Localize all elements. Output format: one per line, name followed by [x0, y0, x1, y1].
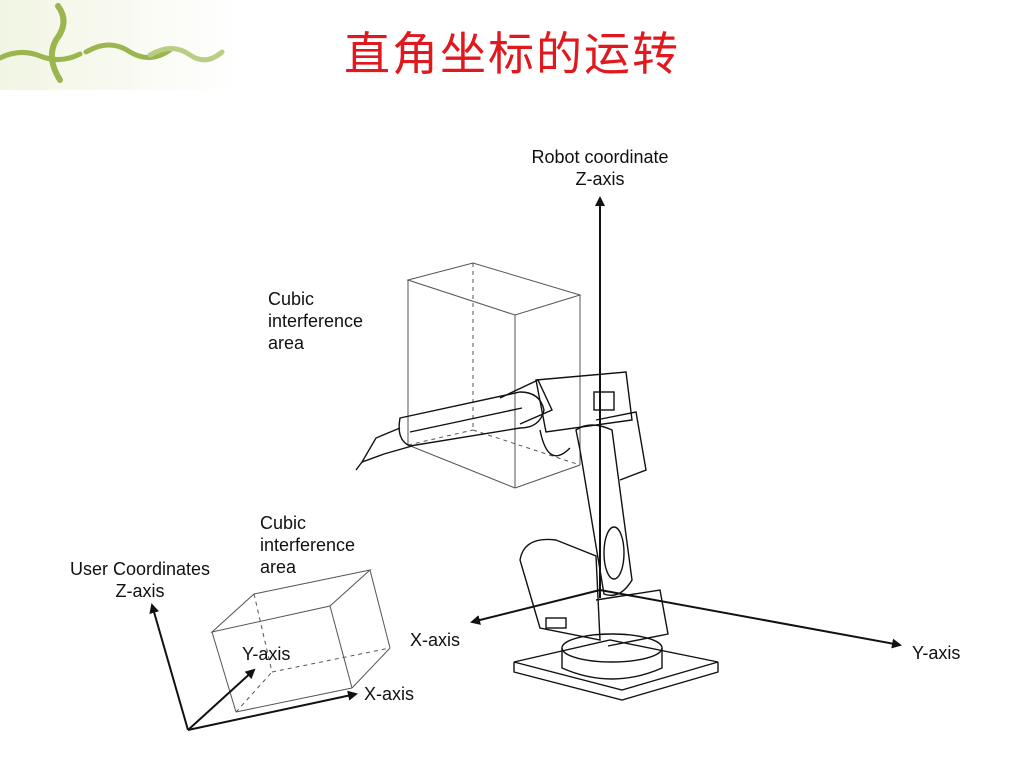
robot-arm-icon	[355, 371, 719, 701]
robot-z-axis-label-line1: Robot coordinate	[531, 147, 669, 167]
user-y-axis-label: Y-axis	[242, 644, 291, 664]
upper-cubic-label-line2: interference	[268, 311, 364, 331]
user-z-axis-label-line1: User Coordinates	[69, 559, 211, 579]
robot-y-axis-line	[599, 589, 902, 649]
robot-y-axis-label: Y-axis	[912, 643, 961, 663]
user-x-axis-line	[187, 690, 358, 731]
lower-interference-box	[210, 569, 391, 713]
robot-z-axis-label-line2: Z-axis	[575, 169, 625, 189]
lower-cubic-label-line2: interference	[260, 535, 356, 555]
user-y-axis-line	[187, 668, 256, 731]
user-z-axis-label: User Coordinates Z-axis	[40, 558, 240, 602]
upper-cubic-label-line1: Cubic	[268, 289, 315, 309]
user-x-axis-label: X-axis	[364, 684, 415, 704]
lower-cubic-label-line3: area	[260, 557, 297, 577]
robot-z-axis-label: Robot coordinate Z-axis	[500, 146, 700, 190]
lower-cubic-label: Cubic interference area	[260, 512, 355, 578]
user-z-axis-line	[149, 603, 189, 731]
upper-cubic-label: Cubic interference area	[268, 288, 363, 354]
upper-interference-box	[406, 262, 582, 489]
lower-cubic-label-line1: Cubic	[260, 513, 307, 533]
robot-x-axis-label: X-axis	[410, 630, 461, 650]
upper-cubic-label-line3: area	[268, 333, 305, 353]
page-title: 直角坐标的运转	[344, 27, 680, 81]
user-z-axis-label-line2: Z-axis	[115, 581, 165, 601]
vine-logo-icon	[0, 0, 240, 90]
robot-x-axis-line	[470, 589, 601, 625]
